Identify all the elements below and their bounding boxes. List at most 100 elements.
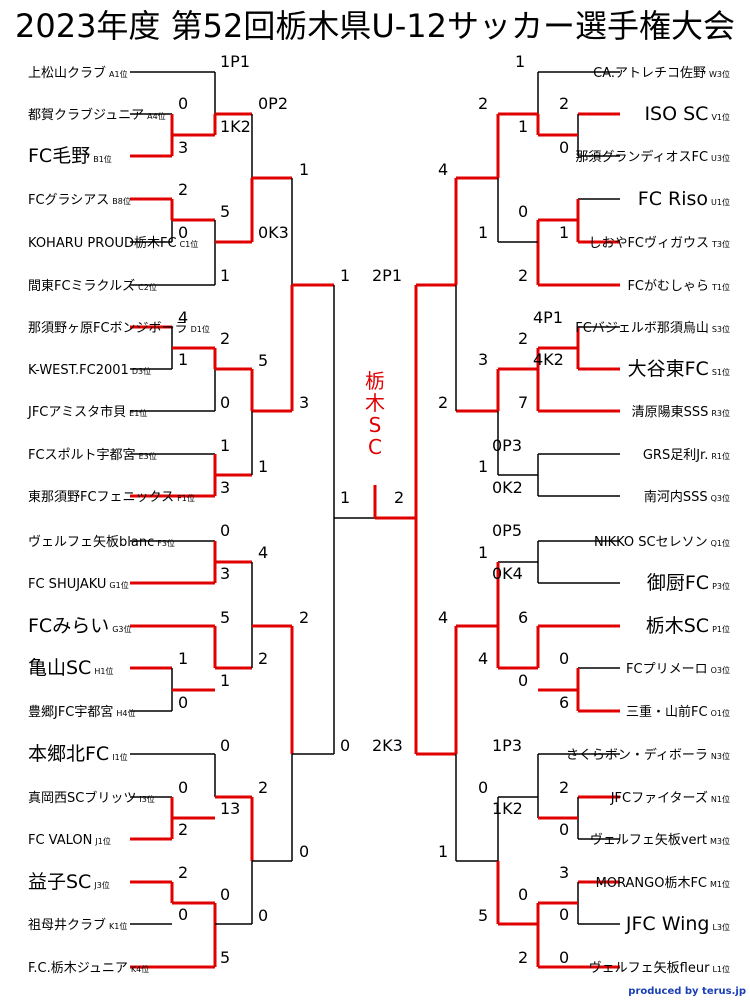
team-name: FCプリメーロ	[626, 662, 708, 677]
score-83: 1	[438, 842, 449, 861]
team-seed: A4位	[147, 112, 166, 121]
score-29: 0	[178, 693, 189, 712]
score-72: 0	[518, 671, 529, 690]
team-seed: N3位	[710, 752, 730, 761]
team-name: 那須グランディオスFC	[575, 150, 709, 165]
score-61: 2	[438, 393, 449, 412]
team-name: CA.アトレチコ佐野	[593, 66, 706, 81]
score-54: 2	[518, 266, 529, 285]
score-5: 1K2	[220, 117, 251, 136]
team-name: FCがむしゃら	[627, 279, 710, 294]
team-seed: K4位	[130, 965, 150, 974]
team-seed: P1位	[712, 625, 730, 634]
score-22: 0	[220, 521, 231, 540]
score-55: 2P1	[372, 266, 403, 285]
score-14: 2	[220, 329, 231, 348]
score-9: 1	[220, 266, 231, 285]
score-32: 0	[178, 778, 189, 797]
team-seed: S3位	[711, 325, 730, 334]
team-seed: E1位	[129, 409, 148, 418]
team-name: 上松山クラブ	[28, 66, 107, 81]
score-25: 5	[220, 608, 231, 627]
score-17: 1	[220, 436, 231, 455]
team-seed: C1位	[179, 240, 199, 249]
team-seed: H1位	[94, 667, 114, 676]
score-79: 2K3	[372, 736, 403, 755]
team-seed: I1位	[112, 753, 128, 762]
score-46: 2	[478, 94, 489, 113]
score-10: 0K3	[258, 223, 289, 242]
score-21: 1	[340, 266, 351, 285]
right-team-10: GRS足利Jr.R1位	[643, 444, 730, 464]
team-name: FCみらい	[28, 615, 110, 637]
score-30: 1	[220, 671, 231, 690]
score-43: 1	[340, 488, 351, 507]
score-84: 5	[478, 906, 489, 925]
score-26: 1	[178, 649, 189, 668]
team-seed: V1位	[711, 113, 730, 122]
team-name: 都賀クラブジュニア	[28, 108, 145, 123]
team-seed: M1位	[710, 880, 730, 889]
score-45: 1	[515, 52, 526, 71]
score-74: 1P3	[492, 736, 523, 755]
team-name: FC Riso	[637, 188, 709, 210]
score-77: 2	[559, 778, 570, 797]
score-52: 1	[478, 223, 489, 242]
team-name: 南河内SSS	[643, 490, 708, 505]
score-41: 0	[258, 906, 269, 925]
team-name: FC VALON	[28, 833, 93, 848]
team-name: KOHARU PROUD栃木FC	[28, 236, 177, 251]
team-name: GRS足利Jr.	[642, 448, 709, 463]
team-name: NIKKO SCセレソン	[594, 535, 708, 550]
score-68: 6	[518, 608, 529, 627]
team-seed: K1位	[109, 922, 128, 931]
score-81: 0	[518, 885, 529, 904]
team-seed: O1位	[710, 709, 730, 718]
score-58: 4K2	[533, 350, 564, 369]
score-2: 0	[178, 94, 189, 113]
score-3: 3	[178, 138, 189, 157]
score-15: 0	[220, 393, 231, 412]
score-1: 1P1	[220, 52, 251, 71]
team-name: JFCアミスタ市貝	[28, 405, 127, 420]
team-seed: J1位	[95, 837, 111, 846]
score-4: 0P2	[258, 94, 289, 113]
score-23: 3	[220, 564, 231, 583]
team-name: 益子SC	[28, 871, 92, 893]
score-64: 0K2	[492, 478, 523, 497]
page-title: 2023年度 第52回栃木県U-12サッカー選手権大会	[14, 7, 736, 45]
score-50: 4	[438, 160, 449, 179]
team-seed: J3位	[94, 881, 110, 890]
team-seed: M3位	[710, 837, 730, 846]
team-name: ヴェルフェ矢板blanc	[28, 535, 155, 550]
score-82: 0	[559, 905, 570, 924]
score-12: 4	[178, 308, 189, 327]
team-name: ヴェルフェ矢板fleur	[588, 961, 710, 976]
score-48: 2	[559, 94, 570, 113]
score-56: 4P1	[533, 308, 564, 327]
team-name: 東那須野FCフェニックス	[28, 490, 175, 505]
team-seed: D1位	[190, 325, 210, 334]
score-20: 3	[299, 393, 310, 412]
team-name: 清原陽東SSS	[631, 405, 709, 420]
team-name: 那須野ヶ原FCボンジボーラ	[28, 321, 188, 336]
score-63: 1	[478, 457, 489, 476]
